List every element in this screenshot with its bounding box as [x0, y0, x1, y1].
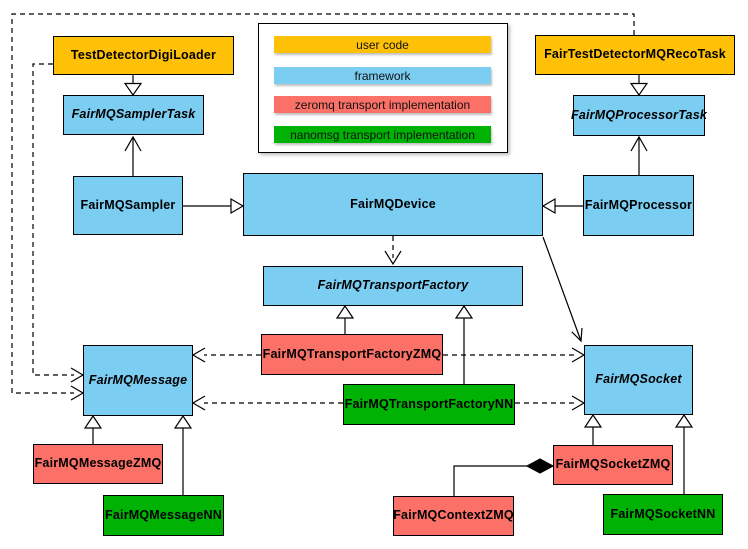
node-fairmqprocessor: FairMQProcessor [583, 175, 694, 236]
node-fairmqcontextzmq: FairMQContextZMQ [393, 496, 514, 536]
edge-association-device-socket [543, 237, 582, 341]
edge-inherit-sampler-samplertask [125, 137, 141, 176]
edge-inherit-sampler-device [183, 199, 243, 213]
node-fairmqsocketnn: FairMQSocketNN [603, 494, 723, 535]
node-fairmqdevice: FairMQDevice [243, 173, 543, 236]
node-fairmqmessagenn: FairMQMessageNN [103, 495, 224, 536]
edge-inherit-messagezmq-message [85, 416, 101, 444]
node-fairtestdetectormqrecotask: FairTestDetectorMQRecoTask [535, 35, 735, 75]
legend-item-user-code: user code [274, 36, 491, 53]
edge-dependency-device-transportfactory [385, 236, 401, 264]
legend: user code framework zeromq transport imp… [258, 23, 508, 153]
edge-inherit-socketzmq-socket [585, 415, 601, 445]
node-fairmqprocessortask: FairMQProcessorTask [571, 95, 707, 136]
legend-item-nanomsg: nanomsg transport implementation [274, 126, 491, 143]
node-fairmqtransportfactorynn: FairMQTransportFactoryNN [343, 384, 515, 425]
edge-inherit-processor-device [543, 199, 583, 213]
edge-inherit-processor-processortask [631, 137, 647, 175]
node-fairmqmessage: FairMQMessage [83, 345, 193, 416]
edge-inherit-socketnn-socket [676, 415, 692, 494]
edge-dependency-factorynn-socket [515, 396, 584, 410]
edge-dependency-factoryzmq-message [193, 348, 261, 362]
node-fairmqsamplertask: FairMQSamplerTask [63, 95, 204, 135]
node-fairmqsocketzmq: FairMQSocketZMQ [553, 445, 673, 485]
node-fairmqtransportfactoryzmq: FairMQTransportFactoryZMQ [261, 334, 443, 375]
node-testdetectordigiloader: TestDetectorDigiLoader [53, 36, 234, 75]
legend-item-zeromq: zeromq transport implementation [274, 96, 491, 113]
legend-item-framework: framework [274, 67, 491, 84]
edge-inherit-messagenn-message [175, 416, 191, 495]
node-fairmqsampler: FairMQSampler [73, 176, 183, 235]
edge-inherit-digiloader-samplertask [125, 75, 141, 95]
edge-inherit-factoryzmq-transportfactory [337, 306, 353, 334]
edge-composition-socketzmq-contextzmq [454, 459, 553, 496]
edge-dependency-factorynn-message [193, 396, 343, 410]
node-fairmqsocket: FairMQSocket [584, 345, 693, 415]
node-fairmqtransportfactory: FairMQTransportFactory [263, 266, 523, 306]
edge-inherit-factorynn-transportfactory [456, 306, 472, 384]
edge-inherit-recotask-processortask [631, 75, 647, 95]
node-fairmqmessagezmq: FairMQMessageZMQ [33, 444, 163, 484]
